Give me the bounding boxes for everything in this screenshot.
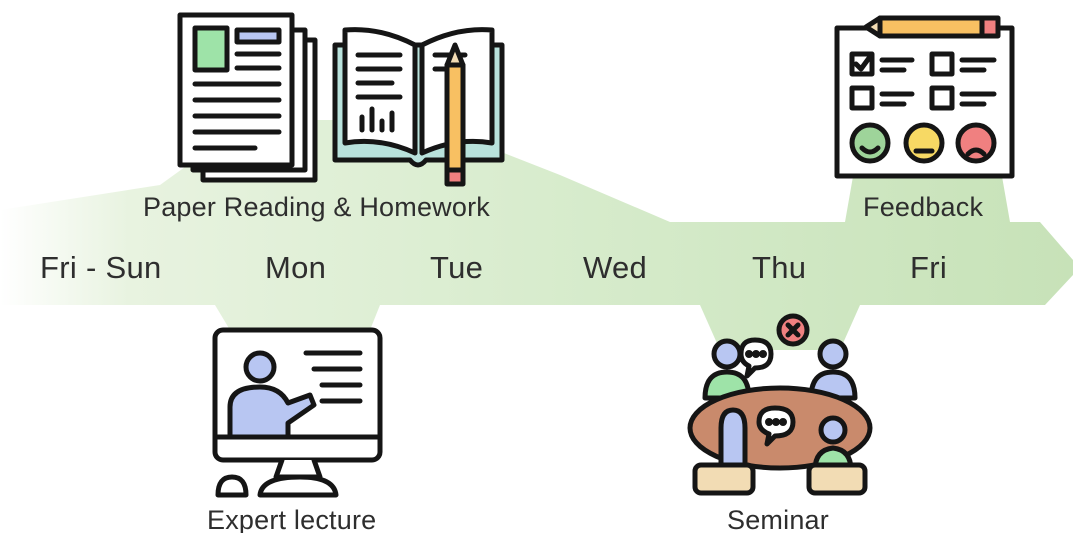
documents-icon: [177, 12, 318, 183]
seminar-table-icon: [687, 313, 873, 496]
day-label-fri-sun: Fri - Sun: [40, 250, 162, 285]
expert-lecture-label: Expert lecture: [207, 505, 377, 533]
day-label-mon: Mon: [265, 250, 327, 285]
day-label-wed: Wed: [583, 250, 648, 285]
lecture-monitor-icon: [212, 327, 383, 498]
paper-reading-label: Paper Reading & Homework: [143, 192, 490, 222]
feedback-label: Feedback: [863, 192, 984, 222]
day-label-tue: Tue: [430, 250, 484, 285]
seminar-label: Seminar: [727, 505, 829, 533]
day-label-thu: Thu: [752, 250, 807, 285]
feedback-form-icon: [834, 15, 1015, 179]
open-book-pencil-icon: [332, 27, 505, 187]
day-label-fri: Fri: [910, 250, 948, 285]
